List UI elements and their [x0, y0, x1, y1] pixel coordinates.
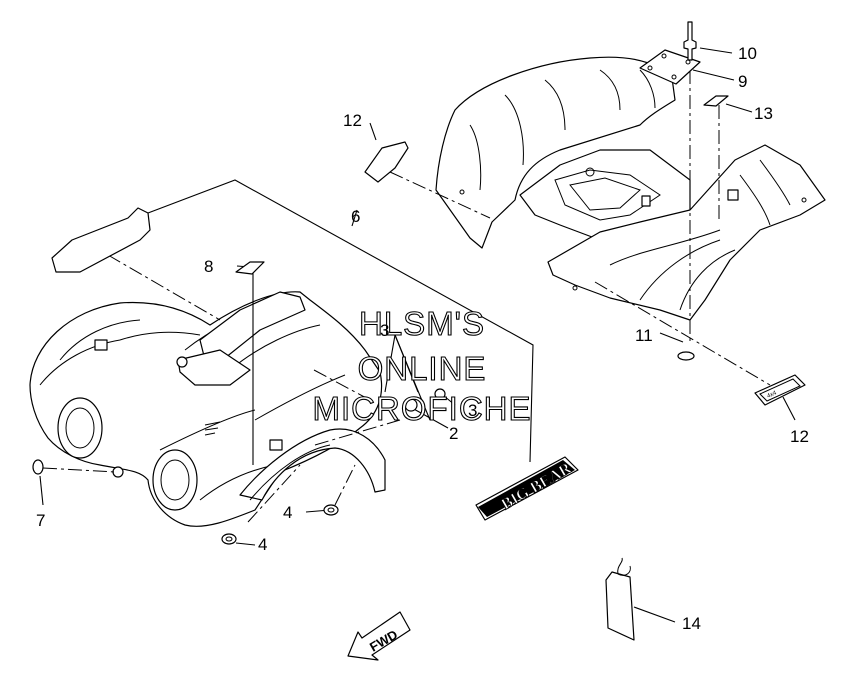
callout-11: 11	[635, 326, 653, 345]
callouts: 2 3 3 4 4 6 7 8 9 10 11 12 12 13 14	[36, 44, 809, 633]
bolt-2	[404, 398, 418, 412]
big-bear-decal: BIG BEAR	[475, 456, 579, 521]
washer-4b	[323, 504, 339, 516]
washer-4a	[221, 533, 237, 545]
decal-6-plate	[51, 207, 151, 273]
rear-fender	[435, 56, 826, 321]
screw-3	[434, 388, 446, 400]
fwd-arrow: FWD	[347, 611, 411, 661]
decal-12-pad	[364, 141, 409, 183]
watermark-line-2: ONLINE	[358, 350, 487, 387]
callout-4-upper: 4	[283, 503, 292, 522]
callout-3-upper: 3	[380, 321, 389, 340]
rivet-10	[683, 21, 697, 61]
watermark-line-1: HLSM'S	[359, 305, 485, 342]
callout-13: 13	[754, 104, 773, 123]
plate-9	[639, 49, 701, 85]
callout-6: 6	[351, 207, 360, 226]
decal-13	[703, 95, 729, 107]
callout-14: 14	[682, 614, 701, 633]
leader-lines	[39, 47, 796, 623]
callout-3-lower: 3	[468, 401, 477, 420]
callout-12-upper: 12	[343, 111, 362, 130]
grommet-11	[677, 351, 695, 361]
callout-12-lower: 12	[790, 427, 809, 446]
decal-8	[235, 261, 265, 275]
callout-8: 8	[204, 257, 213, 276]
callout-10: 10	[738, 44, 757, 63]
callout-4-lower: 4	[258, 535, 267, 554]
watermark-line-3: MICROFICHE	[313, 390, 532, 427]
four-by-four-decal: 4x4	[754, 374, 806, 406]
plug-7	[32, 459, 44, 475]
four-by-four-label: 4x4	[766, 390, 778, 400]
tag-14	[605, 571, 635, 641]
callout-7: 7	[36, 511, 45, 530]
watermark: HLSM'S ONLINE MICROFICHE	[312, 304, 532, 427]
small-parts	[32, 21, 729, 641]
front-fender	[29, 291, 386, 527]
callout-2: 2	[449, 424, 458, 443]
callout-9: 9	[738, 72, 747, 91]
